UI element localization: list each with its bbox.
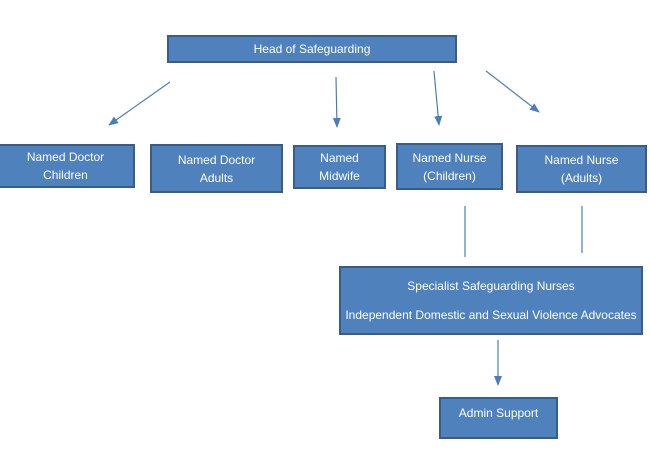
- named-doctor-adults-line1: Named Doctor: [177, 152, 256, 167]
- named-midwife-line2: Midwife: [319, 169, 360, 183]
- arrow-to-named-doctor-children: [108, 81, 171, 126]
- specialist-nurses-label: Specialist Safeguarding Nurses: [407, 279, 575, 293]
- specialist-team-box: Specialist Safeguarding Nurses Independe…: [339, 266, 643, 335]
- named-nurse-children-box: Named Nurse (Children): [396, 143, 503, 190]
- named-nurse-children-line1: Named Nurse: [412, 150, 487, 165]
- arrow-to-named-midwife: [332, 76, 341, 128]
- named-doctor-adults-box: Named Doctor Adults: [150, 144, 283, 193]
- named-midwife-line1: Named: [320, 151, 359, 165]
- named-doctor-adults-line2: Adults: [199, 170, 234, 185]
- arrow-to-named-nurse-children: [433, 70, 443, 126]
- named-midwife-box: Named Midwife: [293, 145, 386, 189]
- named-nurse-adults-line2: (Adults): [560, 171, 603, 185]
- head-of-safeguarding-box: Head of Safeguarding: [167, 35, 457, 63]
- head-of-safeguarding-label: Head of Safeguarding: [253, 42, 371, 56]
- named-doctor-children-line2: Children: [43, 168, 88, 182]
- named-nurse-adults-box: Named Nurse (Adults): [516, 145, 647, 193]
- named-nurse-children-line2: (Children): [423, 168, 476, 183]
- idsva-label: Independent Domestic and Sexual Violence…: [345, 308, 637, 322]
- named-nurse-adults-line1: Named Nurse: [544, 153, 619, 167]
- named-doctor-children-box: Named Doctor Children: [0, 144, 135, 188]
- admin-support-box: Admin Support: [439, 397, 558, 439]
- named-doctor-children-line1: Named Doctor: [26, 150, 105, 164]
- arrow-to-named-nurse-adults: [485, 70, 540, 113]
- admin-support-label: Admin Support: [458, 406, 539, 420]
